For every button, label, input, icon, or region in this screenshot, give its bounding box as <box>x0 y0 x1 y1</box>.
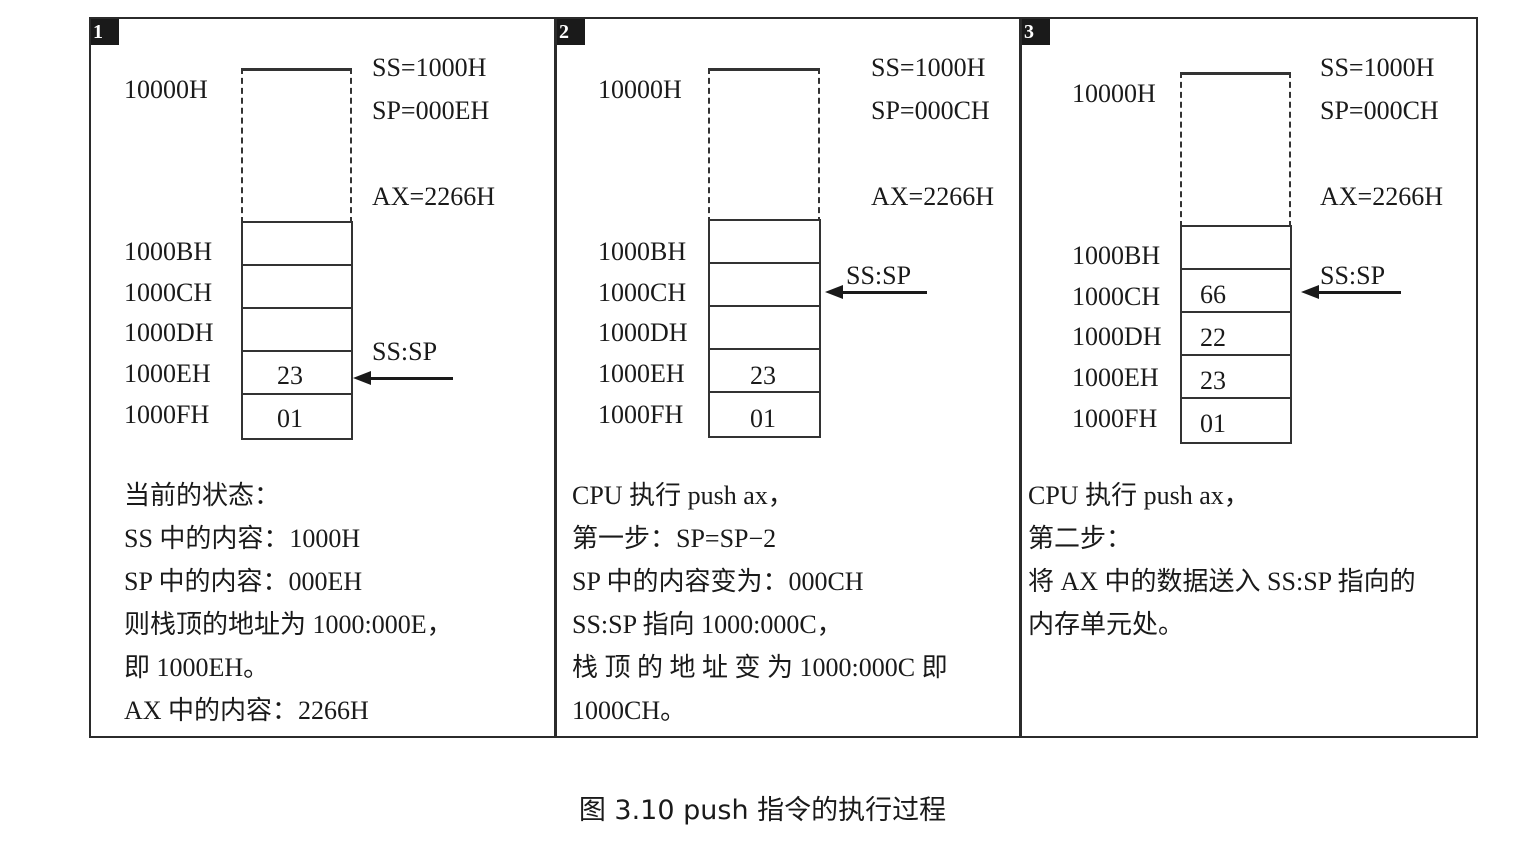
stack-left-edge <box>708 68 710 223</box>
address-label: 1000DH <box>1072 322 1162 351</box>
memory-cell <box>241 307 353 352</box>
address-label: 1000BH <box>598 237 687 266</box>
panel-number-badge: 1 <box>91 19 119 45</box>
address-label: 1000EH <box>598 359 685 388</box>
memory-cell <box>708 262 821 307</box>
ss-register-value: SS=1000H <box>372 53 487 82</box>
ss-sp-pointer-label: SS:SP <box>372 337 438 366</box>
address-label: 1000FH <box>1072 404 1158 433</box>
sp-register-value: SP=000EH <box>372 96 490 125</box>
pointer-arrow-line <box>841 291 927 294</box>
memory-cell: 01 <box>241 393 353 440</box>
panel-number-badge: 2 <box>557 19 585 45</box>
memory-cell: 66 <box>1180 268 1292 313</box>
address-label: 1000FH <box>598 400 684 429</box>
memory-cell: 22 <box>1180 311 1292 356</box>
pointer-arrow-line <box>1317 291 1401 294</box>
address-label: 1000CH <box>1072 282 1161 311</box>
stack-right-edge <box>818 68 820 223</box>
memory-cell: 01 <box>1180 397 1292 444</box>
address-label: 1000CH <box>124 278 213 307</box>
pointer-arrow-icon <box>1301 285 1319 299</box>
sp-register-value: SP=000CH <box>1320 96 1439 125</box>
address-label: 1000EH <box>124 359 211 388</box>
memory-cell: 23 <box>1180 354 1292 399</box>
ax-register-value: AX=2266H <box>1320 182 1443 211</box>
memory-cell <box>241 264 353 309</box>
memory-cell <box>708 219 821 264</box>
panel-2: 2 10000H SS=1000H SP=000CH AX=2266H 1000… <box>554 19 1021 736</box>
sp-register-value: SP=000CH <box>871 96 990 125</box>
top-address-label: 10000H <box>598 75 682 104</box>
push-diagram-figure: 1 10000H SS=1000H SP=000EH AX=2266H 1000… <box>89 17 1478 738</box>
memory-cell <box>1180 225 1292 270</box>
panel-3: 3 10000H SS=1000H SP=000CH AX=2266H 1000… <box>1019 19 1476 736</box>
ax-register-value: AX=2266H <box>871 182 994 211</box>
address-label: 1000FH <box>124 400 210 429</box>
figure-caption: 图 3.10 push 指令的执行过程 <box>578 795 947 826</box>
top-address-label: 10000H <box>1072 79 1156 108</box>
ss-sp-pointer-label: SS:SP <box>1320 261 1386 290</box>
address-label: 1000DH <box>124 318 214 347</box>
address-label: 1000EH <box>1072 363 1159 392</box>
ss-sp-pointer-label: SS:SP <box>846 261 912 290</box>
memory-cell <box>708 305 821 350</box>
stack-left-edge <box>1180 72 1182 227</box>
panel-1: 1 10000H SS=1000H SP=000EH AX=2266H 1000… <box>91 19 556 736</box>
memory-cell: 23 <box>708 348 821 393</box>
address-label: 1000CH <box>598 278 687 307</box>
step-description: CPU 执行 push ax， 第一步：SP=SP−2 SP 中的内容变为：00… <box>572 481 948 725</box>
memory-cell: 01 <box>708 391 821 438</box>
ax-register-value: AX=2266H <box>372 182 495 211</box>
stack-right-edge <box>1289 72 1291 227</box>
stack-left-edge <box>241 68 243 223</box>
memory-cell <box>241 221 353 266</box>
address-label: 1000BH <box>124 237 213 266</box>
address-label: 1000BH <box>1072 241 1161 270</box>
ss-register-value: SS=1000H <box>1320 53 1435 82</box>
ss-register-value: SS=1000H <box>871 53 986 82</box>
pointer-arrow-line <box>369 377 453 380</box>
address-label: 1000DH <box>598 318 688 347</box>
stack-right-edge <box>350 68 352 223</box>
panel-number-badge: 3 <box>1022 19 1050 45</box>
top-address-label: 10000H <box>124 75 208 104</box>
state-description: 当前的状态： SS 中的内容：1000H SP 中的内容：000EH 则栈顶的地… <box>124 481 453 725</box>
memory-cell: 23 <box>241 350 353 395</box>
pointer-arrow-icon <box>353 371 371 385</box>
pointer-arrow-icon <box>825 285 843 299</box>
step-description: CPU 执行 push ax， 第二步： 将 AX 中的数据送入 SS:SP 指… <box>1028 481 1416 639</box>
